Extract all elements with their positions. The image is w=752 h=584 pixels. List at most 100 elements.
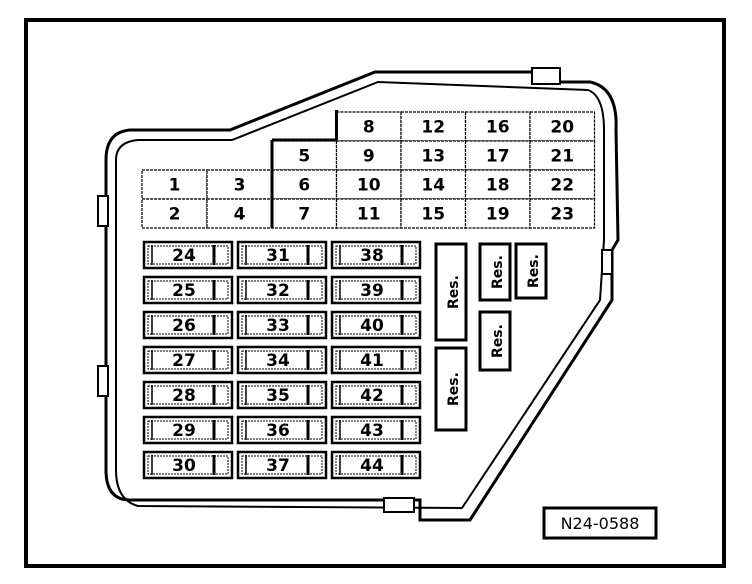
fuse-cell: [271, 198, 338, 229]
mounting-tab: [383, 497, 415, 513]
mounting-tab: [601, 249, 613, 275]
reserve-slot: Res.: [478, 242, 512, 302]
reserve-slot: Res.: [478, 310, 512, 372]
maxi-fuse: 43: [330, 415, 422, 445]
reserve-slots: Res. Res. Res. Res. Res.: [434, 242, 548, 432]
fuse-number: 27: [172, 351, 196, 371]
fuse-number: 44: [360, 456, 384, 476]
fuse-number: 9: [363, 147, 375, 167]
reserve-slot: Res.: [434, 346, 468, 432]
fuse-number: 26: [172, 316, 196, 336]
maxi-fuse: 40: [330, 310, 422, 340]
fuse-number: 10: [357, 176, 381, 196]
fuse-cell: [335, 140, 402, 171]
fuse-cell: [529, 111, 596, 142]
figure-code: N24-0588: [561, 514, 640, 533]
fuse-number: 6: [298, 176, 310, 196]
fuse-cell: [400, 169, 467, 200]
fuse-number: 30: [172, 456, 196, 476]
fuse-number: 34: [266, 351, 290, 371]
fuse-number: 16: [486, 118, 510, 138]
fuse-cell: [335, 111, 402, 142]
fuse-cell: [335, 169, 402, 200]
fuse-cell: [141, 198, 208, 229]
mounting-tab: [97, 195, 109, 227]
reserve-label: Res.: [446, 275, 462, 309]
fuse-number: 14: [421, 176, 445, 196]
fuse-number: 5: [298, 147, 310, 167]
fuse-number: 39: [360, 281, 384, 301]
fuse-number: 18: [486, 176, 510, 196]
figure-frame: [24, 18, 726, 568]
fuse-number: 20: [550, 118, 574, 138]
fuse-number: 35: [266, 386, 290, 406]
fuse-box-housing-outer: [104, 70, 620, 522]
maxi-fuse: 24: [142, 240, 234, 270]
maxi-fuse: 41: [330, 345, 422, 375]
maxi-fuse: 32: [236, 275, 328, 305]
fuse-number: 23: [550, 205, 574, 225]
grid-lines: [141, 110, 596, 229]
fuse-cell: [141, 169, 208, 200]
maxi-fuse: 25: [142, 275, 234, 305]
figure-code-box: N24-0588: [542, 506, 658, 540]
maxi-fuse: 42: [330, 380, 422, 410]
fuse-number: 31: [266, 246, 290, 266]
maxi-fuse: 36: [236, 415, 328, 445]
fuse-number: 40: [360, 316, 384, 336]
fuse-cell: [529, 198, 596, 229]
fuse-cell: [529, 140, 596, 171]
maxi-fuse: 38: [330, 240, 422, 270]
fuse-number: 29: [172, 421, 196, 441]
fuse-box-housing-inner: [115, 80, 605, 510]
fuse-cell: [464, 111, 531, 142]
fuse-number: 24: [172, 246, 196, 266]
maxi-fuse: 37: [236, 450, 328, 480]
fuse-number: 15: [421, 205, 445, 225]
mounting-tab: [97, 365, 109, 397]
reserve-label: Res.: [526, 254, 542, 288]
fuse-number: 19: [486, 205, 510, 225]
fuse-number: 37: [266, 456, 290, 476]
maxi-fuse: 30: [142, 450, 234, 480]
fuse-number: 13: [421, 147, 445, 167]
fuse-number: 28: [172, 386, 196, 406]
maxi-fuse: 44: [330, 450, 422, 480]
maxi-fuse: 39: [330, 275, 422, 305]
fuse-cell: [529, 169, 596, 200]
fuse-number: 22: [550, 176, 574, 196]
fuse-number: 7: [298, 205, 310, 225]
maxi-fuse: 33: [236, 310, 328, 340]
reserve-slot: Res.: [434, 242, 468, 342]
fuse-number: 4: [234, 205, 246, 225]
fuse-number: 32: [266, 281, 290, 301]
fuse-number: 17: [486, 147, 510, 167]
reserve-label: Res.: [446, 372, 462, 406]
fuse-number: 36: [266, 421, 290, 441]
fuse-number: 2: [169, 205, 181, 225]
fuse-number: 25: [172, 281, 196, 301]
fuse-number: 1: [169, 176, 181, 196]
maxi-fuse: 29: [142, 415, 234, 445]
fuse-number: 43: [360, 421, 384, 441]
fuse-number: 21: [550, 147, 574, 167]
fuse-cell: [464, 198, 531, 229]
maxi-fuse: 28: [142, 380, 234, 410]
mounting-tab: [531, 67, 561, 85]
fuse-cell: [335, 198, 402, 229]
maxi-fuse: 26: [142, 310, 234, 340]
reserve-slot: Res.: [514, 242, 548, 300]
fuse-number: 38: [360, 246, 384, 266]
maxi-fuse: 27: [142, 345, 234, 375]
fuse-number: 42: [360, 386, 384, 406]
fuse-number: 41: [360, 351, 384, 371]
fuse-cell: [206, 198, 273, 229]
maxi-fuse: 35: [236, 380, 328, 410]
fuse-number: 8: [363, 118, 375, 138]
fuse-number: 33: [266, 316, 290, 336]
fuse-number: 11: [357, 205, 381, 225]
